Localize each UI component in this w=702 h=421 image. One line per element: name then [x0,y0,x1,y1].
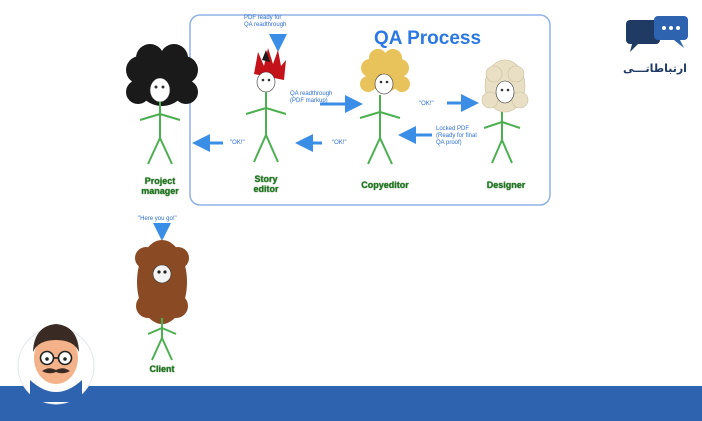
brand-logo-icon [626,16,688,52]
note-pdf-ready: PDF ready for QA readthrough [244,15,287,28]
note-ok-copyeditor-story: "OK!" [332,140,347,146]
label-copyeditor: Copyeditor [361,180,409,190]
story-editor-figure [245,48,287,163]
diagram-title: QA Process [374,28,482,49]
footer-bar [0,386,702,421]
note-ok-story-pm: "OK!" [230,140,245,146]
note-locked-pdf: Locked PDF (Ready for final QA proof) [436,126,477,146]
project-manager-figure [126,44,198,165]
brand-name: ارتباطاتـــی [623,62,687,75]
label-project-manager: Project manager [141,176,179,196]
copyeditor-figure [359,49,410,165]
label-designer: Designer [486,180,526,190]
client-figure [135,240,189,361]
designer-figure [481,59,529,164]
note-here-you-go: "Here you go!" [138,216,177,222]
note-ok-copyeditor-designer: "OK!" [419,101,434,107]
note-qa-readthrough: QA readthrough (PDF markup) [290,91,333,104]
label-story-editor: Story editor [253,174,279,194]
label-client: Client [149,364,175,374]
mustache-man-avatar-icon [17,324,95,405]
